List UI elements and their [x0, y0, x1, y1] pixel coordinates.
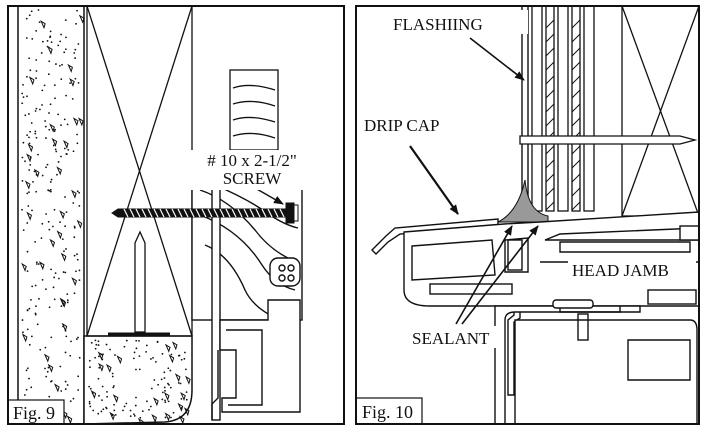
concrete-sill [83, 335, 193, 424]
head-jamb [403, 211, 699, 307]
wall-layers [531, 6, 595, 212]
sealant-leader-arrow-2 [461, 225, 539, 325]
screw-size-label: # 10 x 2-1/2" [207, 151, 297, 170]
head-jamb-label: HEAD JAMB [572, 261, 669, 280]
figure-10-caption: Fig. 10 [362, 402, 413, 422]
flashing-nail [519, 135, 698, 145]
flashing-leader-arrow [469, 37, 525, 81]
drip-cap-label: DRIP CAP [364, 116, 439, 135]
anchor-nail [108, 230, 170, 336]
figure-10-panel: FLASHIING DRIP CAP HEAD JAMB SEALANT Fig… [356, 6, 699, 424]
sealant-label: SEALANT [412, 329, 490, 348]
screw-label: SCREW [223, 169, 283, 188]
flashing-label: FLASHIING [393, 15, 483, 34]
screw [111, 202, 299, 224]
figure-9-caption: Fig. 9 [13, 403, 55, 423]
sealant-leader-arrow-1 [455, 225, 513, 325]
figure-9-panel: # 10 x 2-1/2" SCREW Fig. 9 [8, 6, 344, 424]
figure-9-border [7, 5, 345, 425]
drip-cap-leader-arrow [409, 145, 459, 215]
screw-leader-arrow [254, 187, 284, 205]
figure-10-border [355, 5, 700, 425]
window-sash [494, 299, 698, 424]
wood-blocking [229, 69, 279, 151]
concrete-wall [17, 6, 85, 424]
